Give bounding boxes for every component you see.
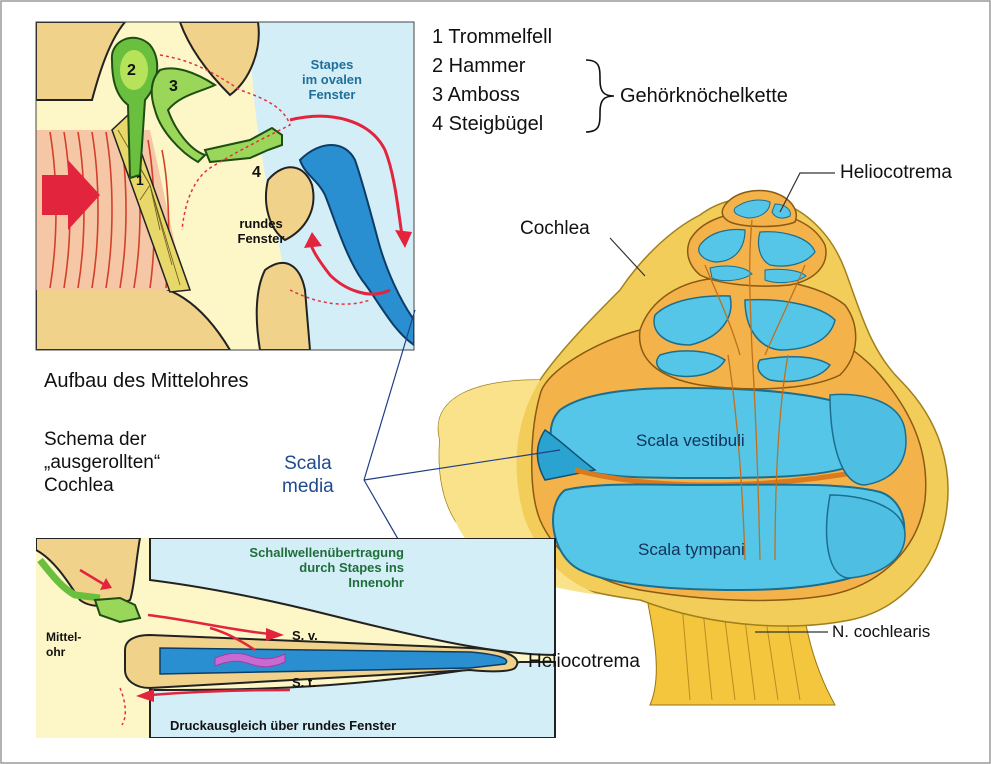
legend-item-amboss: 3 Amboss: [432, 84, 520, 107]
round-window-label: rundes Fenster: [228, 216, 294, 246]
transmission-label: Schallwellenübertragung durch Stapes ins…: [168, 545, 404, 590]
scala-tympani-short-label: S. t.: [292, 675, 316, 690]
stapes-label-line3: Fenster: [286, 87, 378, 102]
cochlea-leader: [610, 238, 645, 276]
scala-media-label-line2: media: [282, 475, 334, 498]
middle-ear-short-label-line1: Mittel-: [46, 630, 98, 645]
legend-item-hammer: 2 Hammer: [432, 55, 525, 78]
cochlea-label: Cochlea: [520, 218, 590, 240]
number-4-stirrup: 4: [252, 164, 261, 182]
scala-vestibuli-short-label: S. v.: [292, 628, 318, 643]
scala-media-label-line1: Scala: [282, 452, 334, 475]
middle-ear-short-label: Mittel- ohr: [46, 630, 98, 660]
transmission-label-line1: Schallwellenübertragung: [168, 545, 404, 560]
stapes-label-line2: im ovalen: [286, 72, 378, 87]
scala-tympani-label: Scala tympani: [638, 540, 745, 560]
number-3-anvil: 3: [169, 78, 178, 96]
scala-media-label: Scala media: [282, 452, 334, 498]
cochlea-helicotrema-label: Heliocotrema: [840, 162, 952, 184]
transmission-label-line2: durch Stapes ins: [168, 560, 404, 575]
nerve-label: N. cochlearis: [832, 622, 930, 642]
schema-caption: Schema der „ausgerollten“ Cochlea: [44, 428, 160, 497]
ossicle-brace: [586, 60, 614, 132]
transmission-label-line3: Innenohr: [168, 575, 404, 590]
schema-caption-line3: Cochlea: [44, 474, 160, 497]
number-1-eardrum: 1: [136, 172, 144, 188]
round-window-label-line2: Fenster: [228, 231, 294, 246]
ossicle-chain-label: Gehörknöchelkette: [620, 85, 788, 108]
schema-caption-line2: „ausgerollten“: [44, 451, 160, 474]
number-2-hammer: 2: [127, 62, 136, 80]
legend-item-trommelfell: 1 Trommelfell: [432, 26, 552, 49]
stapes-label-line1: Stapes: [286, 57, 378, 72]
middle-ear-caption: Aufbau des Mittelohres: [44, 370, 249, 393]
round-window-label-line1: rundes: [228, 216, 294, 231]
schema-caption-line1: Schema der: [44, 428, 160, 451]
pressure-equalization-label: Druckausgleich über rundes Fenster: [170, 718, 396, 733]
schema-helicotrema-label: Heliocotrema: [528, 651, 640, 673]
scala-vestibuli-label: Scala vestibuli: [636, 431, 745, 451]
middle-ear-short-label-line2: ohr: [46, 645, 98, 660]
legend-item-steigbuegel: 4 Steigbügel: [432, 113, 543, 136]
stapes-label: Stapes im ovalen Fenster: [286, 57, 378, 102]
